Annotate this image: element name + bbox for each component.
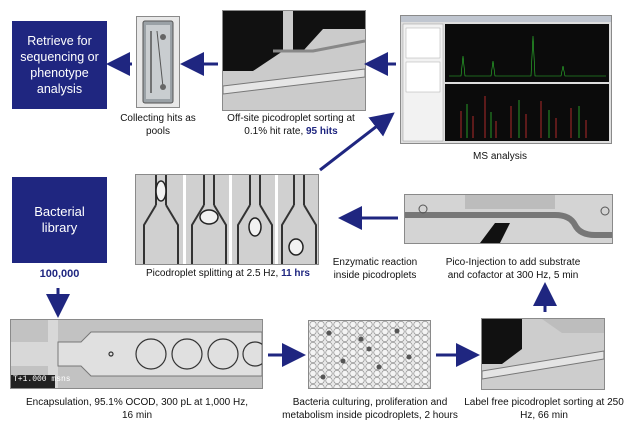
ms-analysis-image — [400, 15, 612, 144]
culturing-caption: Bacteria culturing, proliferation and me… — [282, 397, 458, 421]
sorting-hits: 95 hits — [306, 126, 338, 137]
enzymatic-caption: Enzymatic reaction inside picodroplets — [332, 257, 418, 281]
collecting-chip-image — [136, 16, 180, 108]
retrieve-label: Retrieve for sequencing or phenotype ana… — [20, 34, 99, 96]
droplet-lattice-graphic — [309, 321, 430, 388]
encapsulation-image: T+1.000 msns — [10, 319, 263, 389]
labelfree-image — [481, 318, 605, 390]
library-count: 100,000 — [39, 268, 80, 280]
injection-caption: Pico-Injection to add substrate and cofa… — [445, 257, 581, 281]
labelfree-caption: Label free picodroplet sorting at 250 Hz… — [464, 397, 624, 421]
sorting-channel-graphic — [223, 11, 365, 110]
collecting-caption: Collecting hits as pools — [120, 113, 196, 137]
ms-caption: MS analysis — [473, 151, 527, 162]
arrow-splitting-to-ms — [319, 112, 395, 172]
library-label: Bacterial library — [34, 204, 85, 235]
retrieve-box: Retrieve for sequencing or phenotype ana… — [12, 21, 107, 109]
splitting-image — [135, 174, 319, 265]
encapsulation-graphic — [11, 320, 262, 388]
library-box: Bacterial library — [12, 177, 107, 263]
splitting-caption: Picodroplet splitting at 2.5 Hz, 11 hrs — [128, 267, 328, 280]
labelfree-channel-graphic — [482, 319, 604, 389]
culturing-image — [308, 320, 431, 389]
ms-spectrum-graphic — [401, 16, 611, 143]
splitting-channels-graphic — [136, 175, 318, 264]
injection-channel-graphic — [405, 195, 612, 243]
injection-image — [404, 194, 613, 244]
splitting-duration: 11 hrs — [281, 268, 310, 279]
chip-photo-graphic — [142, 20, 174, 104]
sorting-chip-image — [222, 10, 366, 111]
encapsulation-caption: Encapsulation, 95.1% OCOD, 300 pL at 1,0… — [26, 397, 248, 421]
encap-timestamp: T+1.000 msns — [13, 375, 71, 384]
splitting-caption-text: Picodroplet splitting at 2.5 Hz, — [146, 268, 279, 279]
sorting-caption-text: Off-site picodroplet sorting at 0.1% hit… — [227, 113, 355, 137]
sorting-caption: Off-site picodroplet sorting at 0.1% hit… — [216, 112, 366, 138]
